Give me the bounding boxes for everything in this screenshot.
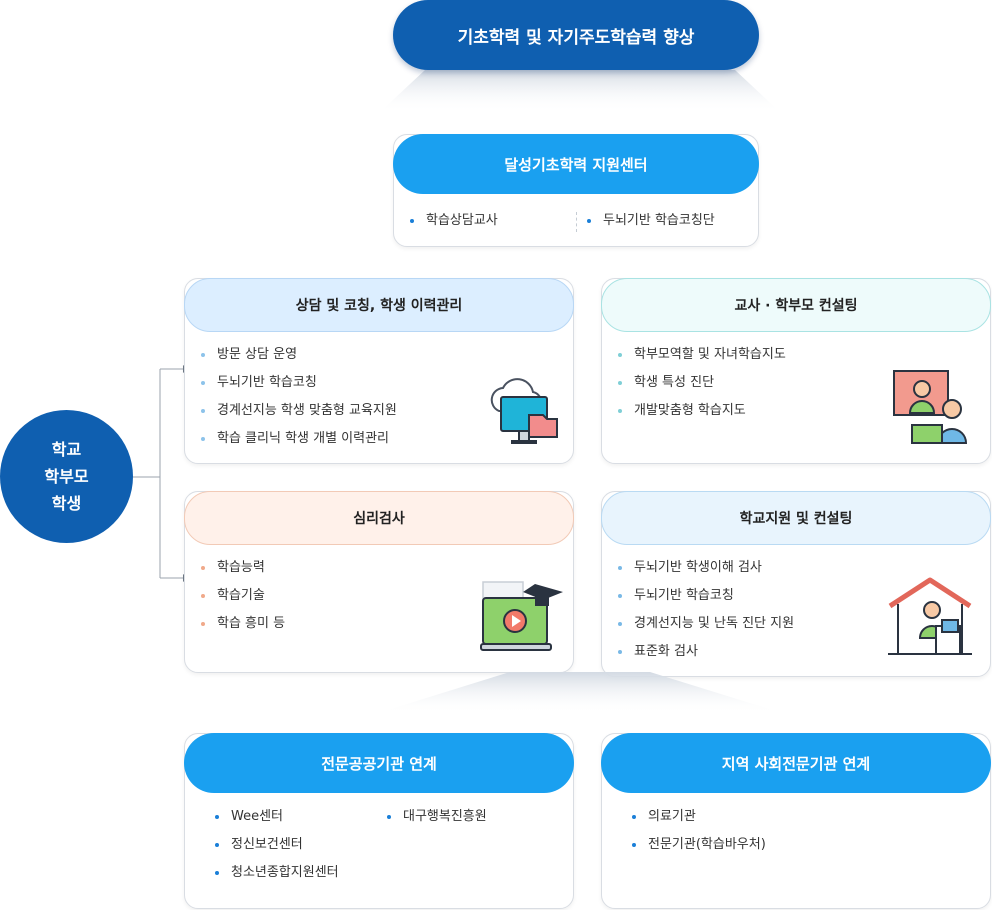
center-item-list-2: 두뇌기반 학습코칭단 [587,207,715,235]
local-link-card: 지역 사회전문기관 연계 의료기관 전문기관(학습바우처) [601,733,991,909]
cloud-computer-icon [490,378,558,444]
list-item: 경계선지능 학생 맞춤형 교육지원 [201,397,397,425]
list-item: 두뇌기반 학습코칭단 [587,207,715,235]
psych-card: 심리검사 학습능력 학습기술 학습 흥미 등 [184,491,574,673]
public-link-title: 전문공공기관 연계 [184,733,574,793]
target-circle: 학교 학부모 학생 [0,410,133,543]
target-school: 학교 [51,440,82,459]
list-item: 두뇌기반 학습코칭 [618,582,794,610]
list-item: 방문 상담 운영 [201,341,397,369]
school-list: 두뇌기반 학생이해 검사 두뇌기반 학습코칭 경계선지능 및 난독 진단 지원 … [618,554,794,666]
local-link-title: 지역 사회전문기관 연계 [601,733,991,793]
list-item: 학습능력 [201,554,285,582]
public-list-2: 대구행복진흥원 [387,803,487,831]
list-item: 두뇌기반 학생이해 검사 [618,554,794,582]
list-item: 학습 흥미 등 [201,610,285,638]
counseling-card: 상담 및 코칭, 학생 이력관리 방문 상담 운영 두뇌기반 학습코칭 경계선지… [184,278,574,464]
divider [576,212,577,232]
list-item: 대구행복진흥원 [387,803,487,831]
public-link-card: 전문공공기관 연계 Wee센터 정신보건센터 청소년종합지원센터 대구행복진흥원 [184,733,574,909]
psych-list: 학습능력 학습기술 학습 흥미 등 [201,554,285,638]
counseling-title: 상담 및 코칭, 학생 이력관리 [184,278,574,332]
list-item: 청소년종합지원센터 [215,859,339,887]
center-item-list: 학습상담교사 [410,207,498,235]
list-item: 전문기관(학습바우처) [632,831,766,859]
list-item: 학생 특성 진단 [618,369,786,397]
school-card: 학교지원 및 컨설팅 두뇌기반 학생이해 검사 두뇌기반 학습코칭 경계선지능 … [601,491,991,677]
list-item: 의료기관 [632,803,766,831]
list-item: 두뇌기반 학습코칭 [201,369,397,397]
consulting-card: 교사 · 학부모 컨설팅 학부모역할 및 자녀학습지도 학생 특성 진단 개발맞… [601,278,991,464]
center-title: 달성기초학력 지원센터 [393,134,759,194]
list-item: 학습상담교사 [410,207,498,235]
consulting-title: 교사 · 학부모 컨설팅 [601,278,991,332]
list-item: 경계선지능 및 난독 진단 지원 [618,610,794,638]
list-item: 학습 클리닉 학생 개별 이력관리 [201,425,397,453]
goal-text: 기초학력 및 자기주도학습력 향상 [457,27,695,48]
list-item: 정신보건센터 [215,831,339,859]
target-parents: 학부모 [44,467,89,486]
beam-top [380,70,780,112]
target-students: 학생 [51,494,82,513]
online-class-icon [480,581,563,651]
bracket-connector [133,365,188,582]
video-meeting-icon [893,370,968,444]
list-item: 표준화 검사 [618,638,794,666]
home-study-icon [888,577,972,655]
list-item: 학부모역할 및 자녀학습지도 [618,341,786,369]
consulting-list: 학부모역할 및 자녀학습지도 학생 특성 진단 개발맞춤형 학습지도 [618,341,786,425]
list-item: 개발맞춤형 학습지도 [618,397,786,425]
counseling-list: 방문 상담 운영 두뇌기반 학습코칭 경계선지능 학생 맞춤형 교육지원 학습 … [201,341,397,453]
public-list-1: Wee센터 정신보건센터 청소년종합지원센터 [215,803,339,887]
list-item: 학습기술 [201,582,285,610]
psych-title: 심리검사 [184,491,574,545]
beam-bottom [375,672,785,714]
center-card: 달성기초학력 지원센터 학습상담교사 두뇌기반 학습코칭단 [393,134,759,247]
local-list: 의료기관 전문기관(학습바우처) [632,803,766,859]
goal-banner: 기초학력 및 자기주도학습력 향상 [393,0,759,70]
list-item: Wee센터 [215,803,339,831]
school-title: 학교지원 및 컨설팅 [601,491,991,545]
